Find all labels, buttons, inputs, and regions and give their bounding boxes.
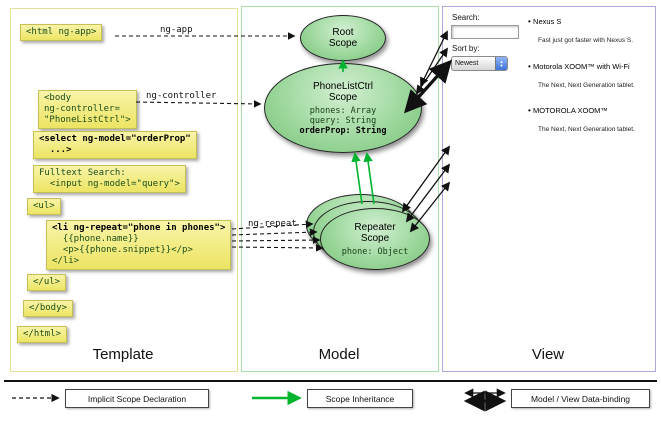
column-label-template: Template [92,346,154,363]
code-html-open: <html ng-app> [20,24,103,41]
sort-label: Sort by: [452,44,480,53]
code-li-open-line: <li ng-repeat="phone in phones"> [52,223,226,233]
legend-data-binding-box: Model / View Data-binding [511,389,650,408]
code-body-open: <body ng-controller= "PhoneListCtrl"> [38,90,137,129]
code-fulltext-search: Fulltext Search: <input ng-model="query"… [33,165,186,193]
sort-select[interactable]: Newest [451,56,508,71]
search-input[interactable] [451,25,519,39]
select-stepper-icon [495,57,507,70]
repeater-scope-title: Repeater Scope [354,221,396,244]
code-select-ng-model: <select ng-model="orderProp" ...> [33,131,197,159]
phone-name: Motorola XOOM™ with Wi-Fi [528,62,656,71]
column-label-model: Model [318,346,360,363]
code-ul-open: <ul> [27,198,61,215]
ng-repeat-label: ng-repeat [248,219,297,229]
legend-implicit-scope-box: Implicit Scope Declaration [65,389,209,408]
phone-desc: The Next, Next Generation tablet. [538,126,635,133]
phonelistctrl-scope-props: phones: Array query: String [309,105,377,126]
repeater-scope-prop: phone: Object [341,246,409,257]
ng-controller-label: ng-controller [146,91,217,101]
search-label: Search: [452,13,480,22]
phone-name: Nexus S [528,17,656,26]
phonelistctrl-scope-title: PhoneListCtrl Scope [312,80,374,103]
code-li-ng-repeat: <li ng-repeat="phone in phones"> {{phone… [46,220,232,270]
phonelistctrl-scope-ellipse: PhoneListCtrl Scope phones: Array query:… [264,63,422,153]
legend-divider [4,380,657,382]
ng-app-label: ng-app [160,25,193,35]
root-scope-ellipse: Root Scope [300,15,386,61]
legend-scope-inheritance-box: Scope Inheritance [307,389,413,408]
repeater-scope-ellipse: Repeater Scope phone: Object [320,208,430,270]
phonelistctrl-scope-orderprop: orderProp: String [299,125,387,136]
sort-select-value: Newest [455,60,479,67]
root-scope-title: Root Scope [328,27,358,49]
column-label-view: View [531,346,565,363]
code-html-close: </html> [17,326,67,343]
code-li-body: {{phone.name}} <p>{{phone.snippet}}</p> … [52,234,193,266]
code-ul-close: </ul> [27,274,67,291]
phone-desc: The Next, Next Generation tablet. [538,82,635,89]
code-body-close: </body> [23,300,73,317]
phone-desc: Fast just got faster with Nexus S. [538,37,634,44]
phone-name: MOTOROLA XOOM™ [528,106,656,115]
